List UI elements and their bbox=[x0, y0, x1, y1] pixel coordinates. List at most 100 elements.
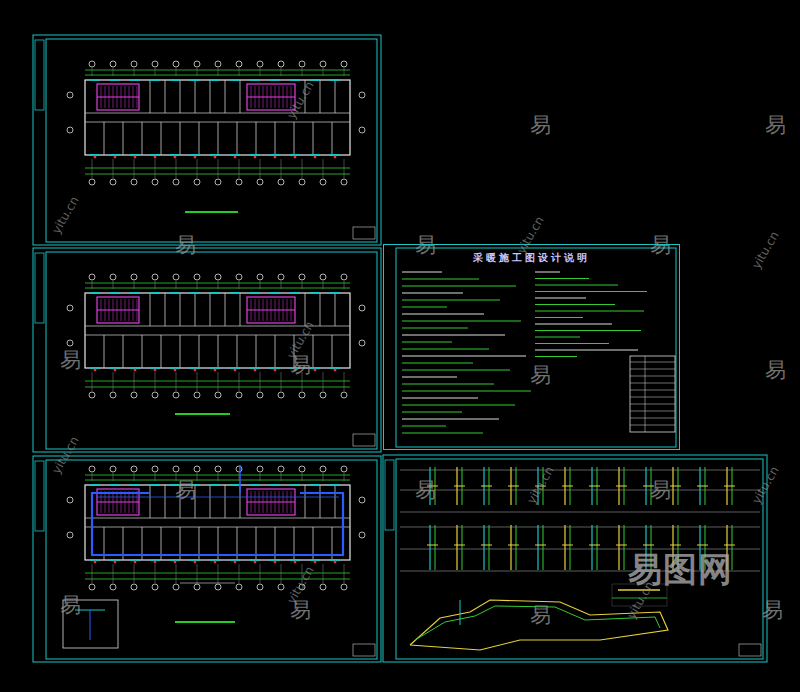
cad-linework bbox=[152, 466, 158, 472]
cad-linework bbox=[110, 179, 116, 185]
cad-linework bbox=[313, 122, 314, 155]
cad-linework bbox=[278, 179, 284, 185]
cad-linework bbox=[239, 372, 240, 391]
cad-linework bbox=[396, 248, 676, 447]
cad-linework bbox=[645, 356, 646, 432]
cad-linework bbox=[210, 79, 220, 81]
cad-linework bbox=[218, 122, 219, 155]
cad-linework bbox=[170, 79, 180, 81]
cad-linework bbox=[332, 122, 333, 155]
cad-linework bbox=[254, 156, 257, 159]
watermark: yitu.cn bbox=[514, 214, 547, 256]
cad-linework bbox=[341, 392, 347, 398]
cad-linework bbox=[400, 527, 760, 528]
cad-linework bbox=[150, 292, 160, 294]
cad-linework bbox=[155, 159, 156, 178]
cad-linework bbox=[281, 372, 282, 391]
cad-linework bbox=[454, 486, 465, 487]
cad-linework bbox=[165, 293, 166, 326]
design-notes-lines bbox=[402, 272, 675, 433]
cad-linework bbox=[290, 484, 300, 486]
cad-linework bbox=[237, 335, 238, 368]
cad-linework bbox=[402, 419, 499, 420]
cad-linework bbox=[89, 466, 95, 472]
cad-linework bbox=[383, 455, 767, 662]
cad-linework bbox=[152, 179, 158, 185]
cad-linework bbox=[234, 156, 237, 159]
cad-linework bbox=[643, 545, 654, 546]
cad-linework bbox=[85, 70, 350, 71]
cad-linework bbox=[152, 274, 158, 280]
cad-linework bbox=[616, 545, 627, 546]
cad-linework bbox=[134, 372, 135, 391]
cad-linework bbox=[591, 525, 592, 570]
cad-linework bbox=[313, 335, 314, 368]
cad-linework bbox=[85, 485, 350, 560]
cad-linework bbox=[214, 156, 217, 159]
cad-linework bbox=[481, 545, 492, 546]
cad-linework bbox=[257, 274, 263, 280]
cad-linework bbox=[67, 497, 73, 503]
cad-linework bbox=[230, 484, 240, 486]
cad-linework bbox=[630, 411, 675, 412]
cad-linework bbox=[353, 644, 375, 656]
cad-linework bbox=[110, 484, 120, 486]
cad-linework bbox=[194, 392, 200, 398]
cad-linework bbox=[535, 356, 577, 357]
cad-linework bbox=[92, 564, 93, 583]
watermark: 易 bbox=[762, 596, 783, 624]
cad-linework bbox=[310, 292, 320, 294]
watermark: yitu.cn bbox=[749, 229, 782, 271]
cad-linework bbox=[150, 293, 151, 326]
cad-linework bbox=[250, 292, 260, 294]
cad-linework bbox=[535, 317, 583, 318]
cad-linework bbox=[239, 159, 240, 178]
cad-linework bbox=[537, 525, 538, 570]
cad-linework bbox=[334, 561, 337, 564]
cad-linework bbox=[278, 274, 284, 280]
cad-linework bbox=[67, 127, 73, 133]
cad-linework bbox=[85, 75, 350, 76]
cad-linework bbox=[89, 584, 95, 590]
cad-linework bbox=[508, 486, 519, 487]
cad-linework bbox=[215, 392, 221, 398]
cad-linework bbox=[508, 545, 519, 546]
cad-linework bbox=[236, 274, 242, 280]
cad-linework bbox=[489, 525, 490, 570]
cad-linework bbox=[402, 398, 478, 399]
cad-linework bbox=[299, 179, 305, 185]
cad-linework bbox=[96, 497, 339, 498]
cad-linework bbox=[274, 156, 277, 159]
cad-linework bbox=[402, 279, 479, 280]
cad-linework bbox=[218, 335, 219, 368]
cad-linework bbox=[180, 293, 181, 326]
cad-linework bbox=[278, 466, 284, 472]
cad-linework bbox=[299, 466, 305, 472]
watermark: 易 bbox=[530, 111, 551, 139]
cad-linework bbox=[180, 122, 181, 155]
cad-linework bbox=[225, 80, 226, 113]
cad-linework bbox=[90, 610, 91, 640]
cad-linework bbox=[152, 584, 158, 590]
cad-linework bbox=[562, 545, 573, 546]
cad-linework bbox=[154, 369, 157, 372]
cad-linework bbox=[589, 545, 600, 546]
watermark: yitu.cn bbox=[284, 79, 317, 121]
cad-linework bbox=[218, 159, 219, 178]
watermark: 易 bbox=[650, 231, 671, 259]
cad-linework bbox=[254, 369, 257, 372]
cad-linework bbox=[131, 392, 137, 398]
cad-linework bbox=[402, 377, 457, 378]
cad-linework bbox=[89, 61, 95, 67]
cad-linework bbox=[90, 79, 100, 81]
cad-linework bbox=[85, 527, 350, 528]
cad-linework bbox=[236, 61, 242, 67]
watermark: yitu.cn bbox=[49, 194, 82, 236]
cad-linework bbox=[194, 466, 200, 472]
cad-linework bbox=[94, 156, 97, 159]
cad-linework bbox=[85, 122, 350, 123]
cad-linework bbox=[114, 369, 117, 372]
cad-linework bbox=[131, 61, 137, 67]
cad-linework bbox=[131, 274, 137, 280]
cad-linework bbox=[67, 532, 73, 538]
